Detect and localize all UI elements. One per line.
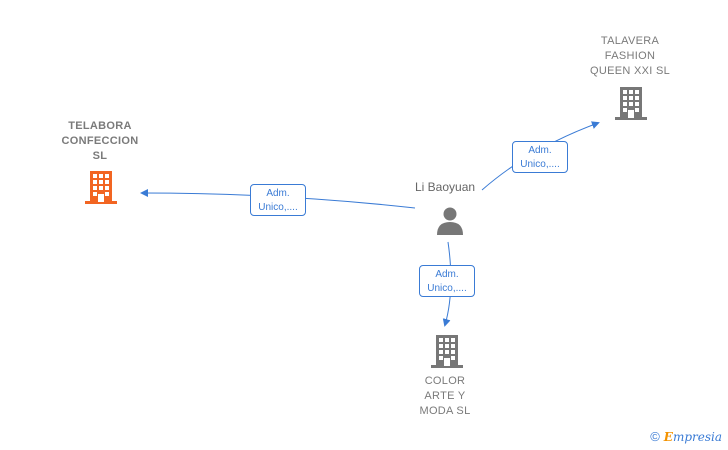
- building-icon-talavera[interactable]: [615, 85, 647, 121]
- copyright-symbol: ©: [650, 429, 660, 444]
- company-name-talavera[interactable]: TALAVERA FASHION QUEEN XXI SL: [589, 35, 670, 77]
- person-name[interactable]: Li Baoyuan: [415, 180, 476, 194]
- role-label-talavera[interactable]: Adm. Unico,....: [512, 141, 568, 173]
- role-label-telabora[interactable]: Adm. Unico,....: [250, 184, 306, 216]
- company-name-telabora[interactable]: TELABORA CONFECCION SL: [61, 120, 139, 162]
- brand-logo: Empresia: [663, 429, 722, 444]
- building-icon-color-arte[interactable]: [431, 333, 463, 369]
- empresia-watermark: © Empresia: [650, 429, 722, 444]
- role-label-color-arte[interactable]: Adm. Unico,....: [419, 265, 475, 297]
- building-icon-telabora[interactable]: [85, 169, 117, 205]
- company-name-color-arte[interactable]: COLOR ARTE Y MODA SL: [419, 375, 471, 417]
- person-icon[interactable]: [435, 205, 465, 235]
